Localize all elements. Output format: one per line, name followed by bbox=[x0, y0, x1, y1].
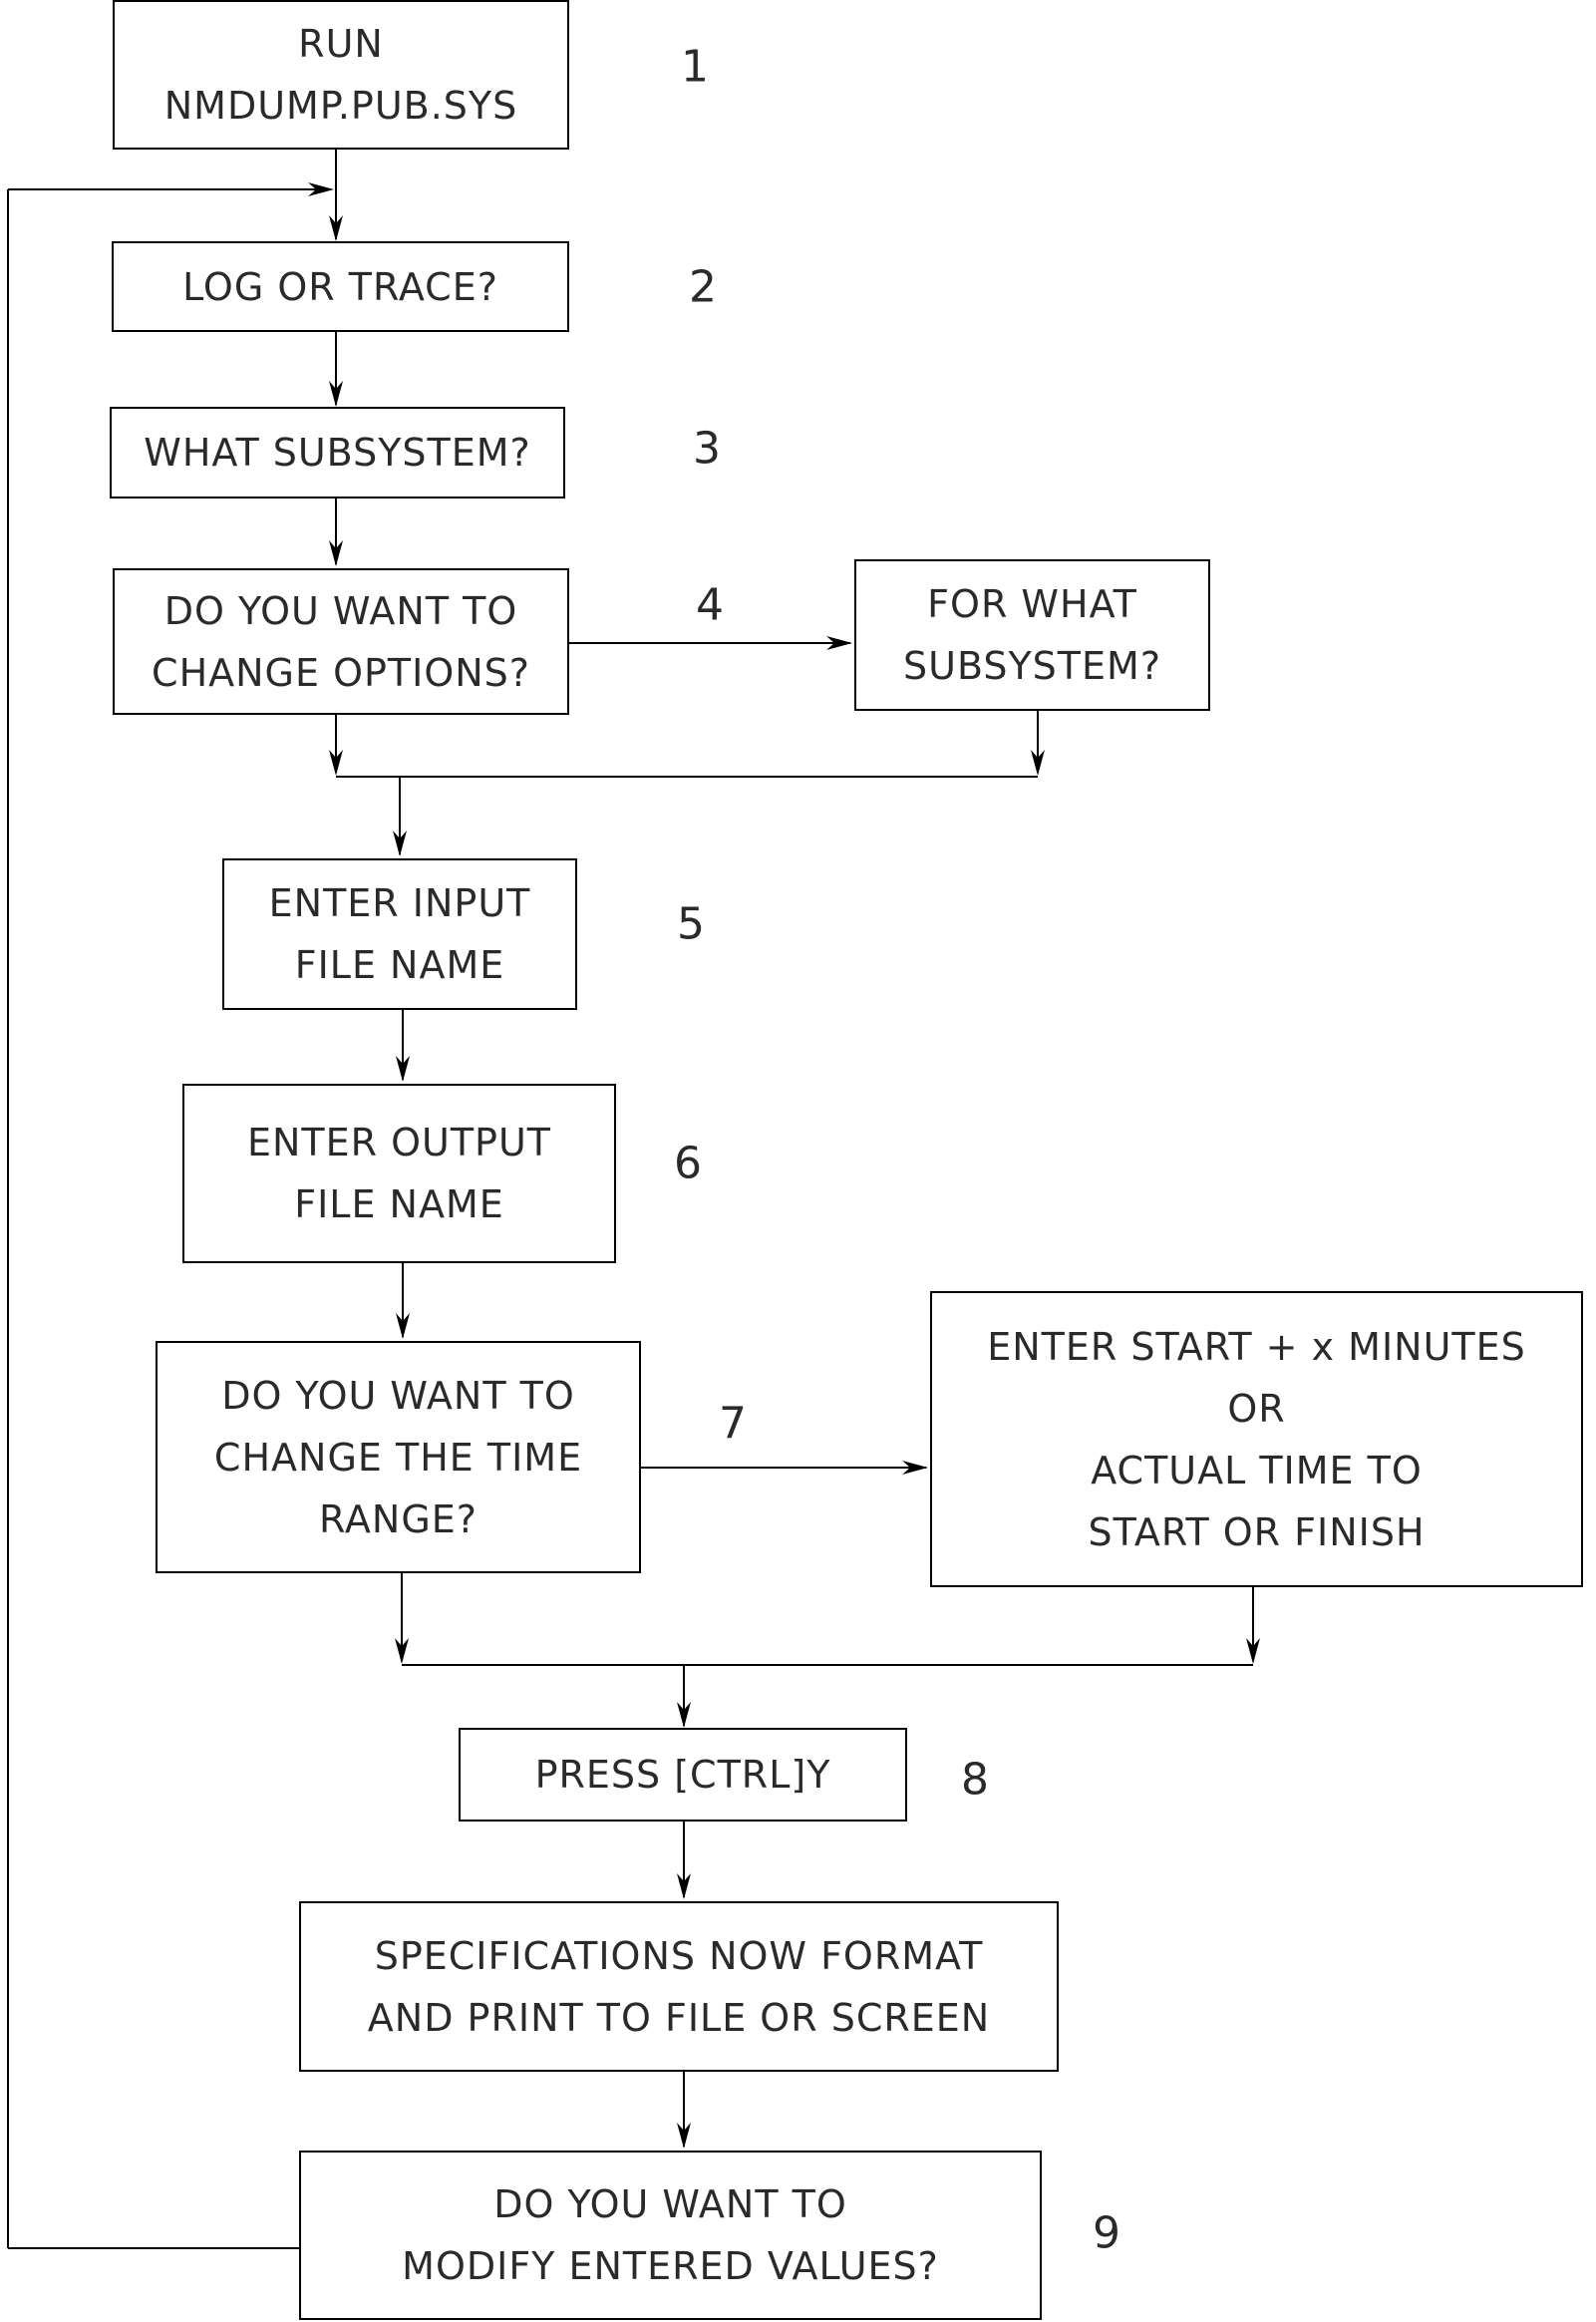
node-text-line: FOR WHAT bbox=[927, 582, 1137, 626]
arrowhead-down-icon bbox=[329, 215, 343, 241]
step-label-5: 5 bbox=[677, 898, 705, 950]
node-text-line: RUN bbox=[298, 22, 384, 66]
step-label-4: 4 bbox=[696, 579, 724, 631]
step-label-1: 1 bbox=[681, 41, 709, 93]
node-text-line: CHANGE THE TIME bbox=[213, 1435, 583, 1480]
node-text-line: OR bbox=[1227, 1386, 1286, 1431]
arrowhead-down-icon bbox=[396, 1056, 410, 1082]
node-specifications: SPECIFICATIONS NOW FORMAT AND PRINT TO F… bbox=[299, 1901, 1059, 2072]
arrowhead-down-icon bbox=[396, 1313, 410, 1339]
node-text-line: CHANGE OPTIONS? bbox=[152, 650, 530, 695]
node-change-options: DO YOU WANT TO CHANGE OPTIONS? bbox=[113, 568, 569, 715]
node-press-ctrl-y: PRESS [CTRL]Y bbox=[459, 1728, 907, 1822]
step-label-7: 7 bbox=[719, 1398, 747, 1450]
node-enter-input-file: ENTER INPUT FILE NAME bbox=[222, 858, 577, 1010]
node-text-line: ENTER START + x MINUTES bbox=[987, 1324, 1526, 1369]
node-text-line: WHAT SUBSYSTEM? bbox=[144, 431, 531, 475]
node-enter-output-file: ENTER OUTPUT FILE NAME bbox=[182, 1084, 616, 1263]
node-log-or-trace: LOG OR TRACE? bbox=[112, 241, 569, 332]
step-label-2: 2 bbox=[689, 261, 717, 313]
node-what-subsystem: WHAT SUBSYSTEM? bbox=[110, 407, 565, 498]
node-text-line: SUBSYSTEM? bbox=[903, 644, 1161, 688]
arrowhead-down-icon bbox=[329, 750, 343, 776]
node-text-line: MODIFY ENTERED VALUES? bbox=[402, 2244, 939, 2288]
node-text-line: ACTUAL TIME TO bbox=[1091, 1448, 1423, 1493]
arrowhead-down-icon bbox=[1246, 1638, 1260, 1664]
node-text-line: ENTER INPUT bbox=[268, 881, 531, 925]
node-text-line: DO YOU WANT TO bbox=[493, 2182, 847, 2226]
arrowhead-down-icon bbox=[1031, 750, 1045, 776]
node-text-line: FILE NAME bbox=[294, 1182, 504, 1226]
arrowhead-right-icon bbox=[826, 636, 852, 650]
node-text-line: LOG OR TRACE? bbox=[182, 264, 498, 309]
arrowhead-down-icon bbox=[677, 2123, 691, 2149]
arrowhead-down-icon bbox=[329, 540, 343, 566]
node-text-line: AND PRINT TO FILE OR SCREEN bbox=[367, 1995, 991, 2040]
node-run-nmdump: RUN NMDUMP.PUB.SYS bbox=[113, 0, 569, 150]
node-text-line: NMDUMP.PUB.SYS bbox=[163, 84, 518, 128]
node-for-what-subsystem: FOR WHAT SUBSYSTEM? bbox=[854, 559, 1210, 711]
node-text-line: SPECIFICATIONS NOW FORMAT bbox=[374, 1933, 984, 1978]
arrowhead-down-icon bbox=[677, 1702, 691, 1728]
arrowhead-down-icon bbox=[329, 381, 343, 407]
node-text-line: DO YOU WANT TO bbox=[163, 588, 518, 633]
node-enter-start-time: ENTER START + x MINUTES OR ACTUAL TIME T… bbox=[930, 1291, 1583, 1587]
node-text-line: DO YOU WANT TO bbox=[221, 1373, 575, 1418]
arrowhead-down-icon bbox=[395, 1638, 409, 1664]
node-text-line: PRESS [CTRL]Y bbox=[534, 1753, 831, 1797]
step-label-9: 9 bbox=[1093, 2207, 1120, 2259]
step-label-3: 3 bbox=[693, 423, 721, 475]
node-change-time-range: DO YOU WANT TO CHANGE THE TIME RANGE? bbox=[156, 1341, 641, 1573]
node-text-line: RANGE? bbox=[319, 1496, 478, 1541]
arrowhead-right-icon bbox=[902, 1461, 928, 1475]
step-label-6: 6 bbox=[674, 1138, 702, 1189]
node-text-line: ENTER OUTPUT bbox=[246, 1121, 551, 1164]
node-text-line: FILE NAME bbox=[294, 943, 505, 987]
step-label-8: 8 bbox=[961, 1754, 989, 1806]
arrowhead-down-icon bbox=[677, 1873, 691, 1899]
node-modify-values: DO YOU WANT TO MODIFY ENTERED VALUES? bbox=[299, 2151, 1042, 2320]
arrowhead-down-icon bbox=[393, 830, 407, 856]
arrowhead-right-icon bbox=[308, 182, 334, 196]
node-text-line: START OR FINISH bbox=[1088, 1509, 1426, 1554]
